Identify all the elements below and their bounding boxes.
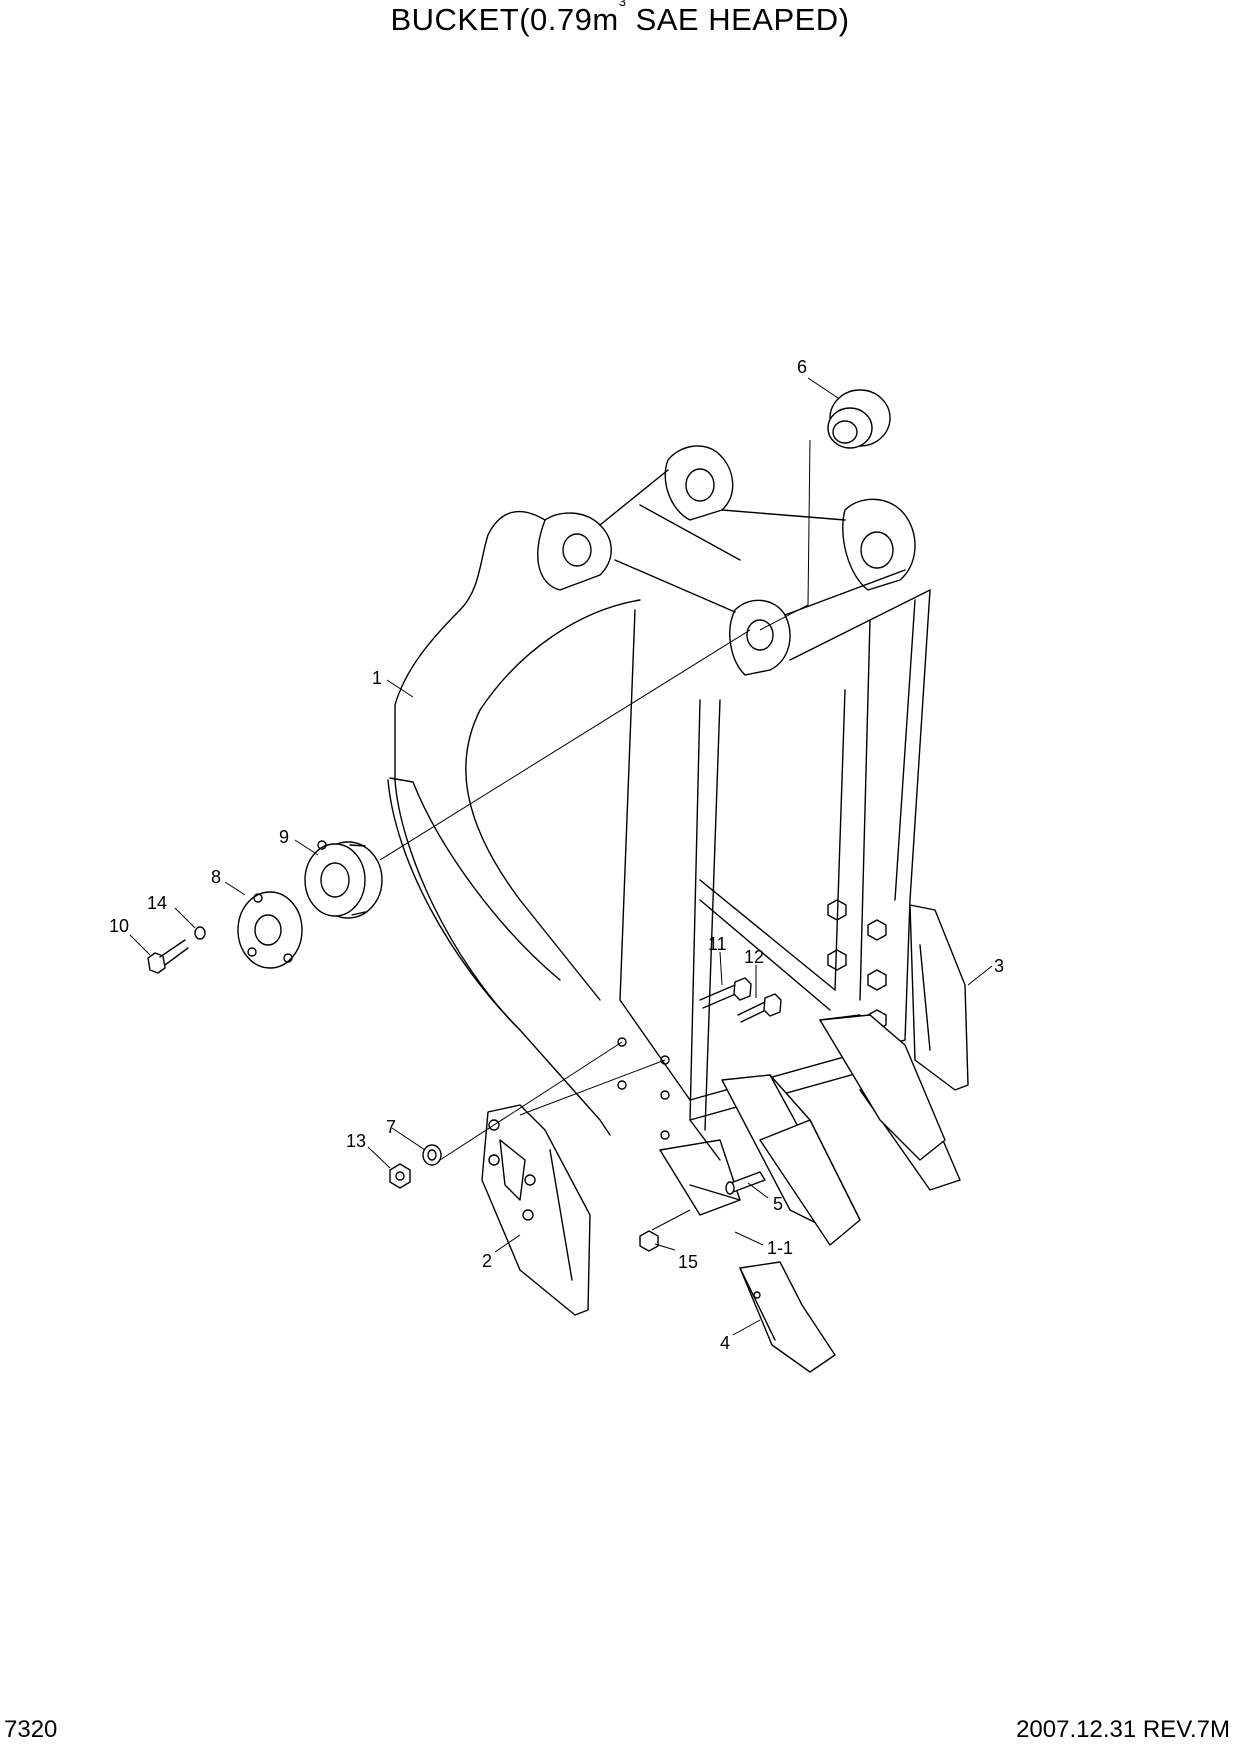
plate-part-8 — [237, 891, 303, 969]
callout-labels: 6 1 9 8 14 10 11 12 3 7 13 5 1-1 15 2 4 — [109, 357, 1004, 1353]
callout-1: 1 — [372, 668, 382, 688]
bucket-body — [387, 445, 961, 1216]
washer-part-14 — [194, 926, 206, 940]
callout-5: 5 — [773, 1194, 783, 1214]
side-cutter-left — [481, 1104, 591, 1316]
bucket-teeth — [721, 1014, 946, 1246]
page-number: 7320 — [4, 1716, 58, 1743]
revision-date: 2007.12.31 REV.7M — [1016, 1716, 1230, 1743]
bolt-part-10 — [147, 939, 189, 974]
pin-part-5 — [725, 1171, 766, 1195]
callout-14: 14 — [147, 893, 167, 913]
assembly-lines — [379, 439, 811, 1231]
callout-11: 11 — [708, 934, 727, 954]
callout-7: 7 — [386, 1117, 396, 1137]
callout-9: 9 — [279, 827, 289, 847]
callout-4: 4 — [720, 1333, 730, 1353]
bolt-part-12 — [737, 993, 782, 1023]
callout-6: 6 — [797, 357, 807, 377]
nut-part-15 — [639, 1230, 659, 1252]
callout-3: 3 — [994, 956, 1004, 976]
side-cutter-bolts — [827, 899, 887, 1031]
callout-8: 8 — [211, 867, 221, 887]
leader-lines — [129, 377, 993, 1336]
title-tail: SAE HEAPED) — [626, 2, 850, 37]
shim-part-9 — [304, 840, 383, 919]
title-main: BUCKET(0.79m — [390, 2, 619, 37]
callout-15: 15 — [678, 1252, 698, 1272]
callout-13: 13 — [346, 1131, 366, 1151]
callout-2: 2 — [482, 1251, 492, 1271]
bushing-part-6 — [827, 389, 891, 449]
nut-part-13 — [389, 1163, 411, 1189]
page-title: BUCKET(0.79m3 SAE HEAPED) — [0, 0, 1240, 38]
callout-12: 12 — [744, 947, 764, 967]
title-superscript: 3 — [618, 0, 627, 9]
bolt-part-11 — [699, 977, 752, 1009]
loose-tooth — [739, 1261, 836, 1373]
washer-part-7 — [422, 1144, 442, 1166]
side-cutter-right — [909, 904, 969, 1091]
callout-10: 10 — [109, 916, 129, 936]
callout-1-1: 1-1 — [767, 1238, 793, 1258]
